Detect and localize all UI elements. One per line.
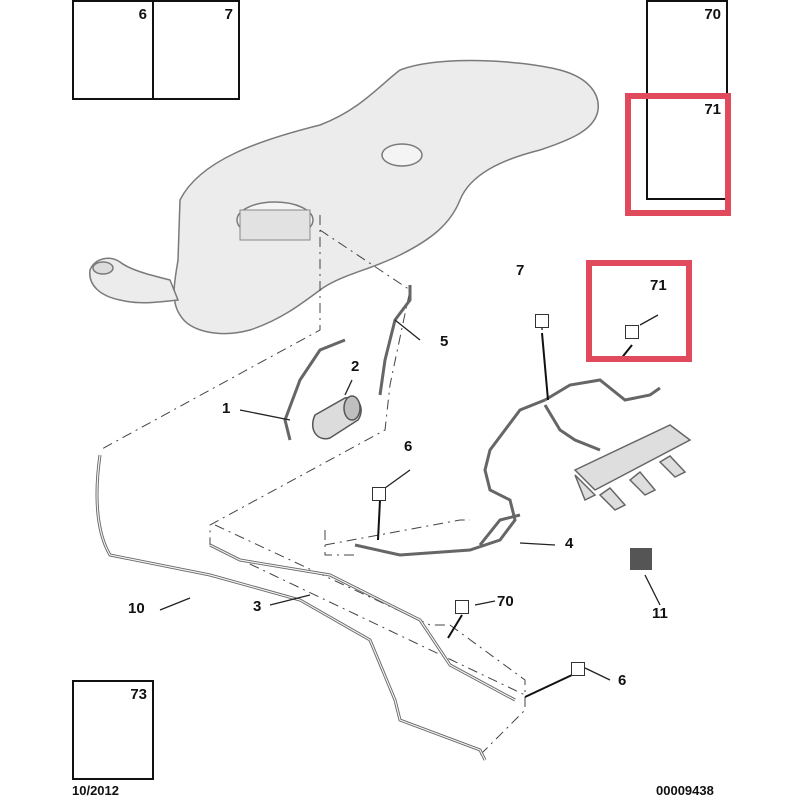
ref-label: 71 [650,277,667,294]
marker-box-6b [571,662,585,676]
footer-date: 10/2012 [72,783,119,798]
ref-label: 11 [652,605,668,622]
ref-label: 10 [128,600,145,617]
marker-box-7 [535,314,549,328]
dashed-leaders [99,215,526,756]
thumb-clip-7: 7 [152,0,240,100]
thumb-number: 73 [130,686,147,703]
fuel-tank [89,59,599,335]
thumb-clip-6: 6 [72,0,154,100]
marker-box-70 [455,600,469,614]
marker-box-6a [372,487,386,501]
fuel-lines [95,285,516,761]
fuel-line-inner [96,454,516,761]
highlight-thumb-71 [625,93,731,216]
thumb-clip-71: 71 [646,95,728,200]
ref-label: 6 [618,672,627,689]
rail-lines [354,378,661,557]
ref-label: 3 [253,598,262,615]
thumb-clip-73: 73 [72,680,154,780]
thumb-number: 7 [224,6,233,23]
arrow-leaders [377,332,633,698]
highlight-ref-71 [586,260,692,362]
ref-label: 6 [404,438,413,455]
injector-rail [573,424,692,511]
ref-label: 4 [565,535,574,552]
ref-label: 2 [351,358,360,375]
marker-box-71 [625,325,639,339]
thumb-number: 6 [138,6,147,23]
thumb-number: 70 [704,6,721,23]
fuel-filter [311,395,362,440]
ref-label: 5 [440,333,449,350]
part-11-seal [630,548,652,570]
footer-doc-id: 00009438 [656,783,714,798]
thumb-clip-70: 70 [646,0,728,95]
ref-label: 1 [222,400,231,417]
ref-label: 70 [497,593,514,610]
thumb-number: 71 [704,101,721,118]
ref-label: 7 [516,262,525,279]
